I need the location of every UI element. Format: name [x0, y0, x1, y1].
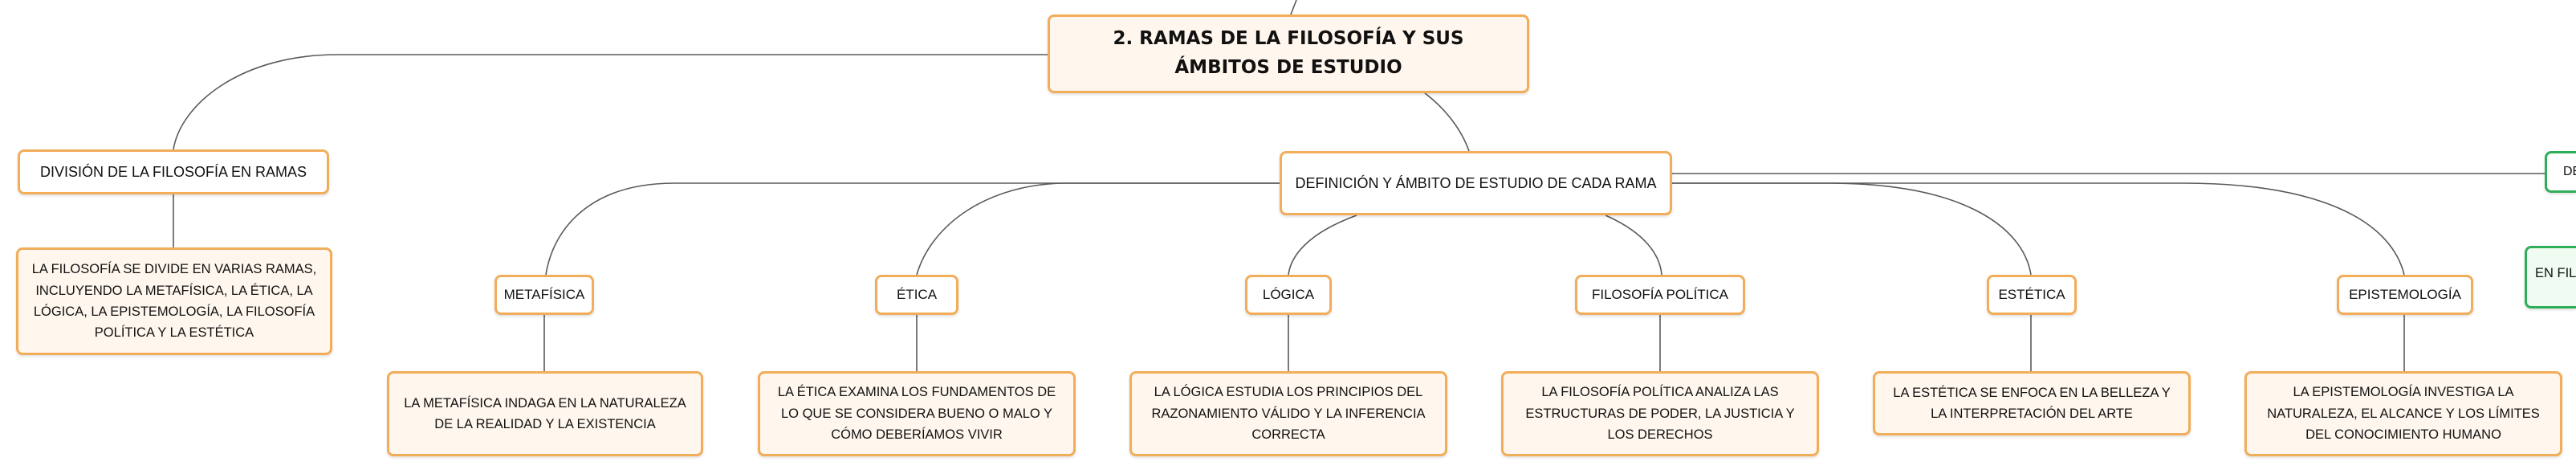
branch-label-logica: LÓGICA [1262, 286, 1315, 302]
branch-label-metafisica: METAFÍSICA [503, 286, 585, 302]
connector-parent-to-root [1290, 0, 1297, 15]
section-node-partial[interactable]: DE [2545, 151, 2576, 193]
division-description-text: LA FILOSOFÍA SE DIVIDE EN VARIAS RAMAS, … [31, 262, 317, 341]
connector-definition-to-epistemologia [1672, 182, 2405, 276]
branch-label-etica: ÉTICA [896, 286, 938, 302]
description-text-etica: LA ÉTICA EXAMINA LOS FUNDAMENTOS DE LO Q… [777, 385, 1056, 443]
section-node-division[interactable]: DIVISIÓN DE LA FILOSOFÍA EN RAMAS [18, 149, 329, 194]
branch-node-epistemologia[interactable]: EPISTEMOLOGÍA [2337, 275, 2473, 315]
section-partial-label: DE [2563, 165, 2576, 179]
connector-definition-to-filosofia-politica [1605, 215, 1662, 276]
description-text-estetica: LA ESTÉTICA SE ENFOCA EN LA BELLEZA Y LA… [1893, 385, 2171, 421]
description-node-etica[interactable]: LA ÉTICA EXAMINA LOS FUNDAMENTOS DE LO Q… [758, 371, 1076, 456]
branch-node-metafisica[interactable]: METAFÍSICA [494, 275, 594, 315]
description-node-metafisica[interactable]: LA METAFÍSICA INDAGA EN LA NATURALEZA DE… [387, 371, 703, 456]
description-node-filosofia-politica[interactable]: LA FILOSOFÍA POLÍTICA ANALIZA LAS ESTRUC… [1501, 371, 1819, 456]
description-node-epistemologia[interactable]: LA EPISTEMOLOGÍA INVESTIGA LA NATURALEZA… [2244, 371, 2562, 456]
branch-label-epistemologia: EPISTEMOLOGÍA [2349, 286, 2461, 302]
description-text-metafisica: LA METAFÍSICA INDAGA EN LA NATURALEZA DE… [404, 395, 686, 431]
root-title-text: 2. RAMAS DE LA FILOSOFÍA Y SUS ÁMBITOS D… [1113, 28, 1464, 78]
partial-description-text: EN FIL [2535, 266, 2576, 280]
connector-definition-to-etica [916, 182, 1280, 276]
connector-definition-to-metafisica [545, 182, 1280, 276]
description-node-estetica[interactable]: LA ESTÉTICA SE ENFOCA EN LA BELLEZA Y LA… [1873, 371, 2191, 435]
connector-definition-to-logica [1288, 215, 1357, 276]
partial-description-node[interactable]: EN FIL [2525, 246, 2576, 309]
branch-node-estetica[interactable]: ESTÉTICA [1987, 275, 2077, 315]
connector-definition-to-estetica [1672, 182, 2032, 276]
branch-node-logica[interactable]: LÓGICA [1245, 275, 1332, 315]
branch-node-filosofia-politica[interactable]: FILOSOFÍA POLÍTICA [1575, 275, 1745, 315]
section-node-definition[interactable]: DEFINICIÓN Y ÁMBITO DE ESTUDIO DE CADA R… [1280, 151, 1672, 215]
connector-root-to-division [173, 54, 1048, 150]
description-text-filosofia-politica: LA FILOSOFÍA POLÍTICA ANALIZA LAS ESTRUC… [1525, 385, 1795, 443]
description-text-epistemologia: LA EPISTEMOLOGÍA INVESTIGA LA NATURALEZA… [2267, 385, 2540, 443]
root-node-title[interactable]: 2. RAMAS DE LA FILOSOFÍA Y SUS ÁMBITOS D… [1048, 14, 1529, 93]
division-description-node[interactable]: LA FILOSOFÍA SE DIVIDE EN VARIAS RAMAS, … [16, 247, 332, 355]
connector-root-to-definition [1424, 92, 1470, 152]
branch-node-etica[interactable]: ÉTICA [875, 275, 958, 315]
branch-label-estetica: ESTÉTICA [1998, 286, 2065, 302]
section-definition-label: DEFINICIÓN Y ÁMBITO DE ESTUDIO DE CADA R… [1295, 174, 1657, 191]
description-node-logica[interactable]: LA LÓGICA ESTUDIA LOS PRINCIPIOS DEL RAZ… [1129, 371, 1447, 456]
branch-label-filosofia-politica: FILOSOFÍA POLÍTICA [1591, 286, 1729, 302]
section-division-label: DIVISIÓN DE LA FILOSOFÍA EN RAMAS [39, 163, 307, 180]
description-text-logica: LA LÓGICA ESTUDIA LOS PRINCIPIOS DEL RAZ… [1151, 385, 1426, 443]
